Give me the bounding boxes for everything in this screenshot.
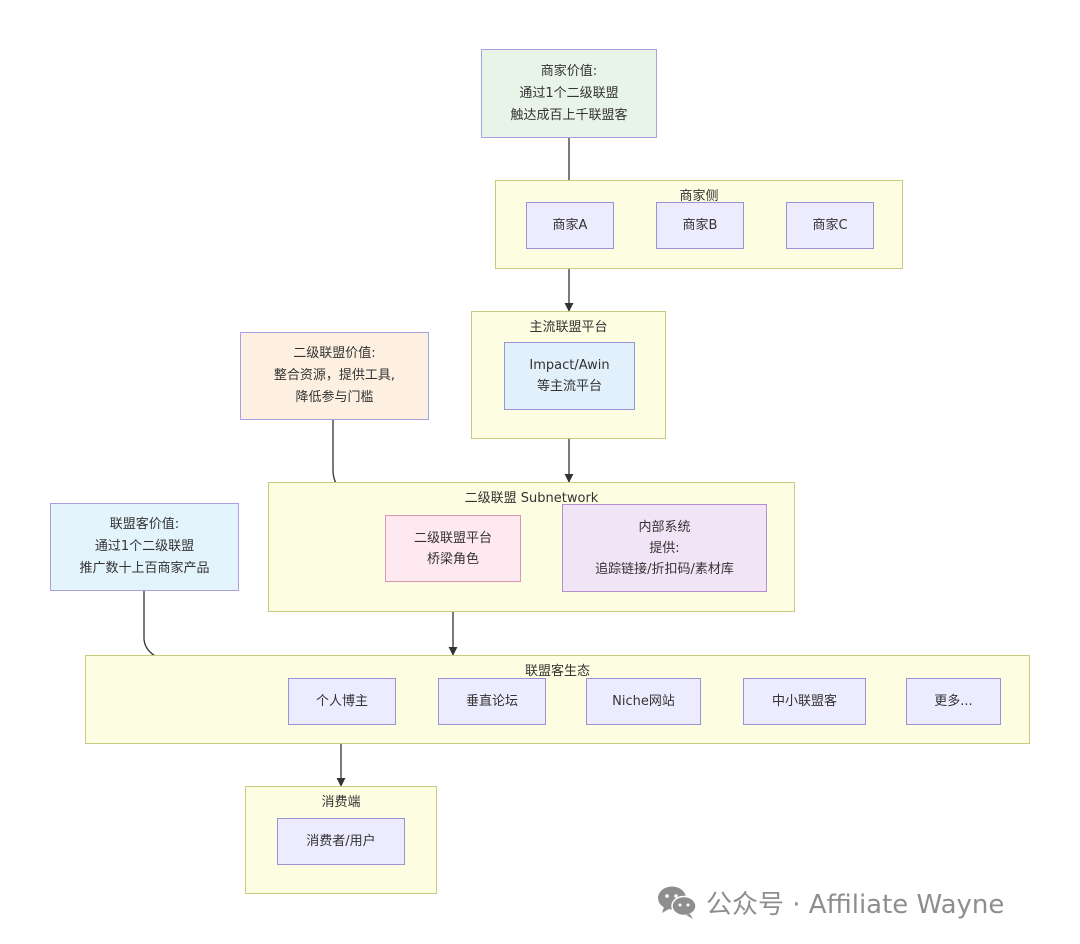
subnetwork-group-title: 二级联盟 Subnetwork bbox=[464, 491, 599, 506]
ecosystem-niche-site-label: Niche网站 bbox=[612, 694, 675, 709]
wechat-icon bbox=[656, 884, 698, 920]
ecosystem-forum-node: 垂直论坛 bbox=[438, 678, 546, 725]
ecosystem-more-node: 更多... bbox=[906, 678, 1001, 725]
internal-system-line-3: 追踪链接/折扣码/素材库 bbox=[595, 561, 734, 577]
ecosystem-niche-site-node: Niche网站 bbox=[586, 678, 701, 725]
ecosystem-small-affiliate-node: 中小联盟客 bbox=[743, 678, 866, 725]
merchant-a-node: 商家A bbox=[526, 202, 614, 249]
subnetwork-platform-node: 二级联盟平台 桥梁角色 bbox=[385, 515, 521, 582]
affiliate-value-line-3: 推广数十上百商家产品 bbox=[79, 561, 210, 576]
consumer-group: 消费端 消费者/用户 bbox=[245, 786, 437, 894]
ecosystem-group: 联盟客生态 个人博主 垂直论坛 Niche网站 中小联盟客 更多... bbox=[85, 655, 1030, 744]
ecosystem-blogger-node: 个人博主 bbox=[288, 678, 396, 725]
subnetwork-value-line-3: 降低参与门槛 bbox=[295, 390, 374, 405]
ecosystem-blogger-label: 个人博主 bbox=[315, 694, 368, 709]
consumer-group-title: 消费端 bbox=[321, 795, 361, 810]
main-platform-line-1: Impact/Awin bbox=[529, 358, 610, 373]
merchants-group-title: 商家侧 bbox=[679, 189, 719, 204]
ecosystem-more-label: 更多... bbox=[934, 694, 973, 709]
affiliate-value-line-1: 联盟客价值: bbox=[109, 517, 180, 532]
affiliate-value-line-2: 通过1个二级联盟 bbox=[94, 539, 195, 554]
merchant-b-node: 商家B bbox=[656, 202, 744, 249]
subnetwork-value-line-1: 二级联盟价值: bbox=[293, 346, 376, 361]
merchant-value-line-3: 触达成百上千联盟客 bbox=[510, 107, 628, 123]
merchant-c-label: 商家C bbox=[812, 218, 848, 233]
main-platform-group-title: 主流联盟平台 bbox=[529, 320, 608, 335]
internal-system-line-1: 内部系统 bbox=[638, 519, 691, 535]
internal-system-line-2: 提供: bbox=[649, 540, 680, 556]
consumer-label: 消费者/用户 bbox=[306, 834, 376, 849]
main-platform-node: Impact/Awin 等主流平台 bbox=[504, 342, 635, 410]
subnetwork-group: 二级联盟 Subnetwork 二级联盟平台 桥梁角色 内部系统 提供: 追踪链… bbox=[268, 482, 795, 612]
merchant-a-label: 商家A bbox=[552, 218, 588, 233]
ecosystem-forum-label: 垂直论坛 bbox=[465, 694, 518, 709]
watermark: 公众号 · Affiliate Wayne bbox=[656, 880, 1004, 924]
main-platform-line-2: 等主流平台 bbox=[536, 379, 602, 394]
merchant-c-node: 商家C bbox=[786, 202, 874, 249]
merchant-value-line-2: 通过1个二级联盟 bbox=[519, 85, 619, 101]
merchant-b-label: 商家B bbox=[682, 218, 718, 233]
subnetwork-value-note: 二级联盟价值: 整合资源，提供工具, 降低参与门槛 bbox=[240, 332, 429, 420]
subnetwork-platform-line-1: 二级联盟平台 bbox=[413, 530, 492, 546]
ecosystem-small-affiliate-label: 中小联盟客 bbox=[771, 694, 837, 709]
merchants-group: 商家侧 商家A 商家B 商家C bbox=[495, 180, 903, 269]
watermark-text: 公众号 · Affiliate Wayne bbox=[706, 889, 1005, 920]
subnetwork-platform-line-2: 桥梁角色 bbox=[426, 551, 479, 567]
consumer-node: 消费者/用户 bbox=[277, 818, 405, 865]
subnetwork-value-line-2: 整合资源，提供工具, bbox=[273, 368, 396, 383]
internal-system-node: 内部系统 提供: 追踪链接/折扣码/素材库 bbox=[562, 504, 767, 592]
main-platform-group: 主流联盟平台 Impact/Awin 等主流平台 bbox=[471, 311, 666, 439]
merchant-value-note: 商家价值: 通过1个二级联盟 触达成百上千联盟客 bbox=[481, 49, 657, 138]
ecosystem-group-title: 联盟客生态 bbox=[524, 664, 590, 679]
affiliate-value-note: 联盟客价值: 通过1个二级联盟 推广数十上百商家产品 bbox=[50, 503, 239, 591]
merchant-value-line-1: 商家价值: bbox=[540, 63, 598, 79]
